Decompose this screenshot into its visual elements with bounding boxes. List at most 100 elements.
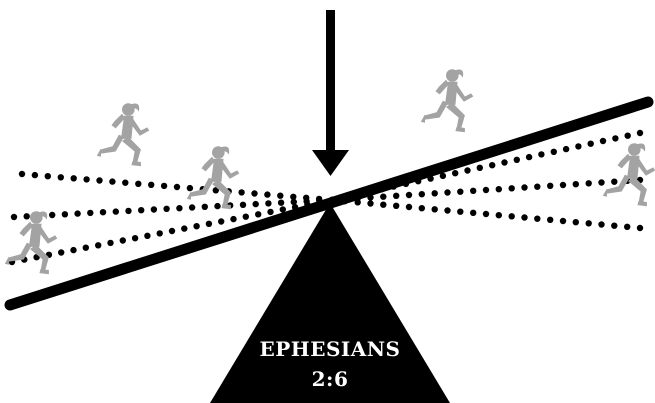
chain-dot: [586, 180, 592, 186]
chain-dot: [174, 184, 180, 190]
chain-dot: [163, 206, 169, 212]
chain-dot: [157, 230, 163, 236]
chain-dot: [87, 210, 93, 216]
chain-dot: [625, 133, 631, 139]
chain-dot: [49, 212, 55, 218]
chain-dot: [470, 188, 476, 194]
chain-dot: [125, 208, 131, 214]
chain-dot: [483, 187, 489, 193]
chain-dot: [521, 214, 527, 220]
chain-dot: [560, 218, 566, 224]
chain-dot: [255, 211, 261, 217]
chain-dot: [573, 181, 579, 187]
chain-dot: [588, 141, 594, 147]
chain-dot: [144, 233, 150, 239]
chain-dot: [624, 224, 630, 230]
chain-dot: [444, 207, 450, 213]
chain-dot: [534, 216, 540, 222]
chain-dot: [598, 221, 604, 227]
chain-dot: [11, 214, 17, 220]
chain-dot: [547, 183, 553, 189]
chain-dot: [230, 216, 236, 222]
chain-dot: [45, 173, 51, 179]
chain-dot: [181, 225, 187, 231]
chain-dot: [406, 192, 412, 198]
chain-dot: [151, 206, 157, 212]
chain-dot: [483, 211, 489, 217]
chain-dot: [452, 170, 458, 176]
chain-dot: [551, 149, 557, 155]
chain-dot: [176, 205, 182, 211]
chain-dot: [509, 213, 515, 219]
chain-dot: [113, 208, 119, 214]
chain-dot: [189, 204, 195, 210]
chain-dot: [419, 205, 425, 211]
chain-dot: [514, 157, 520, 163]
chain-dot: [526, 154, 532, 160]
chain-dot: [107, 240, 113, 246]
chain-dot: [501, 159, 507, 165]
chain-dot: [264, 191, 270, 197]
chain-dot: [265, 200, 271, 206]
chain-dot: [278, 200, 284, 206]
chain-dot: [148, 182, 154, 188]
chain-dot: [489, 162, 495, 168]
chain-dot: [575, 143, 581, 149]
chain-dot: [138, 207, 144, 213]
chain-dot: [214, 203, 220, 209]
chain-dot: [253, 201, 259, 207]
chain-dot: [218, 218, 224, 224]
chain-dot: [547, 217, 553, 223]
chain-dot: [187, 185, 193, 191]
chain-dot: [470, 210, 476, 216]
chain-dot: [496, 212, 502, 218]
runner-figure-icon: [421, 69, 474, 132]
chain-dot: [240, 202, 246, 208]
chain-dot: [573, 219, 579, 225]
chain-dot: [406, 204, 412, 210]
chain-dot: [637, 225, 643, 231]
chain-dot: [135, 181, 141, 187]
chain-dot: [74, 210, 80, 216]
chain-dot: [19, 171, 25, 177]
chain-dot: [267, 209, 273, 215]
chain-dot: [277, 193, 283, 199]
chain-dot: [496, 186, 502, 192]
chain-dot: [534, 184, 540, 190]
chain-dot: [432, 190, 438, 196]
chain-dot: [58, 249, 64, 255]
chain-dot: [83, 245, 89, 251]
fulcrum-label-line2: 2:6: [312, 367, 349, 391]
chain-dot: [161, 183, 167, 189]
chain-dot: [32, 172, 38, 178]
runner-figure-icon: [603, 143, 655, 206]
chain-dot: [457, 189, 463, 195]
chain-dot: [96, 177, 102, 183]
chain-dot: [637, 130, 643, 136]
chain-dot: [477, 165, 483, 171]
chain-dot: [560, 182, 566, 188]
chain-dot: [169, 228, 175, 234]
chain-dot: [598, 179, 604, 185]
chain-dot: [393, 193, 399, 199]
chain-dot: [367, 200, 373, 206]
chain-dot: [586, 220, 592, 226]
down-arrow-icon: [312, 10, 349, 176]
chain-dot: [83, 176, 89, 182]
chain-dot: [521, 184, 527, 190]
chain-dot: [444, 189, 450, 195]
chain-dot: [120, 237, 126, 243]
runner-figure-icon: [97, 103, 150, 166]
chain-dot: [70, 247, 76, 253]
chain-dot: [62, 211, 68, 217]
chain-dot: [109, 178, 115, 184]
chain-dot: [58, 174, 64, 180]
chain-dot: [95, 242, 101, 248]
chain-dot: [611, 223, 617, 229]
chain-dot: [464, 167, 470, 173]
chain-dot: [380, 194, 386, 200]
chain-dot: [243, 214, 249, 220]
chain-dot: [71, 175, 77, 181]
chain-dot: [132, 235, 138, 241]
chain-dot: [600, 138, 606, 144]
